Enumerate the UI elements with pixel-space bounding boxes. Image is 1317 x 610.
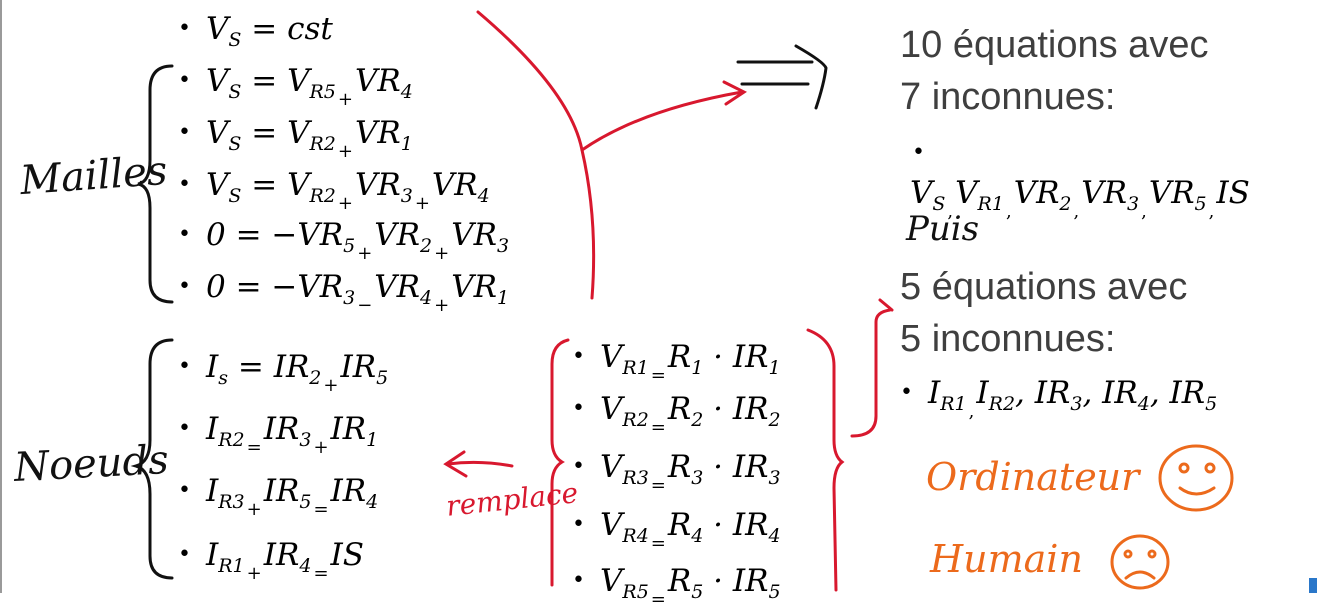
red-arrow-to-implies [580, 80, 747, 152]
equation-node-1: •Is = IR2+IR5 [178, 349, 389, 396]
bullet: • [178, 120, 191, 145]
handwritten-ordinateur: Ordinateur [926, 455, 1140, 499]
equation-mesh-1: •VS = VR5+VR4 [178, 63, 413, 110]
bullet: • [178, 542, 191, 567]
bullet: • [178, 222, 191, 247]
equation-node-3: •IR3+IR5=IR4 [178, 473, 379, 520]
equation-mesh-4: •0 = −VR5+VR2+VR3 [178, 217, 510, 264]
unknowns-currents-expr: IR1,IR2, IR3, IR4, IR5 [928, 375, 1218, 422]
handwritten-noeuds: Noeuds [12, 436, 170, 492]
smiley-sad-icon [1110, 534, 1170, 590]
bullet: • [178, 16, 191, 41]
bullet: • [572, 512, 585, 537]
text-5-equations: 5 équations avec [900, 266, 1188, 308]
equation-ohm-5: •VR5=R5 · IR5 [572, 563, 781, 610]
implies-arrow [736, 44, 828, 110]
bullet: • [178, 68, 191, 93]
bullet: • [178, 354, 191, 379]
equation-node-4: •IR1+IR4=IS [178, 537, 365, 584]
equation-vs-cst: •VS = cst [178, 11, 333, 51]
red-brace-right [806, 328, 845, 592]
equation-node-2: •IR2=IR3+IR1 [178, 411, 379, 458]
unknowns-currents: • IR1,IR2, IR3, IR4, IR5 [900, 378, 1217, 421]
handwritten-mailles: Mailles [18, 147, 169, 205]
text-5-unknowns: 5 inconnues: [900, 318, 1116, 360]
equation-mesh-3: •VS = VR2+VR3+VR4 [178, 167, 490, 214]
corner-accent-mark [1309, 578, 1317, 593]
bullet: • [178, 416, 191, 441]
bullet: • [178, 172, 191, 197]
equation-mesh-2: •VS = VR2+VR1 [178, 115, 413, 162]
text-10-equations: 10 équations avec [900, 24, 1209, 66]
bullet: • [572, 396, 585, 421]
bullet: • [178, 478, 191, 503]
red-arrow-remplace [443, 450, 514, 478]
text-7-unknowns: 7 inconnues: [900, 76, 1116, 118]
equation-mesh-5: •0 = −VR3−VR4+VR1 [178, 269, 510, 316]
handwritten-remplace: remplace [444, 476, 580, 523]
slide-left-border [0, 0, 2, 593]
unknowns-voltages: VS,VR1,VR2,VR3,VR5,IS [910, 175, 1250, 222]
handwritten-humain: Humain [930, 537, 1083, 581]
bullet: • [572, 568, 585, 593]
bullet: • [900, 380, 913, 405]
smiley-happy-icon [1158, 444, 1234, 512]
equation-ohm-1: •VR1=R1 · IR1 [572, 339, 781, 386]
bullet: • [572, 344, 585, 369]
equation-ohm-3: •VR3=R3 · IR3 [572, 449, 781, 496]
red-brace-left [550, 338, 570, 587]
bullet: • [178, 274, 191, 299]
equation-ohm-2: •VR2=R2 · IR2 [572, 391, 781, 438]
bullet-empty: • [912, 140, 925, 165]
red-connector-right [850, 298, 894, 438]
equation-ohm-4: •VR4=R4 · IR4 [572, 507, 781, 554]
handwritten-puis: Puis [906, 209, 980, 249]
bullet: • [572, 454, 585, 479]
